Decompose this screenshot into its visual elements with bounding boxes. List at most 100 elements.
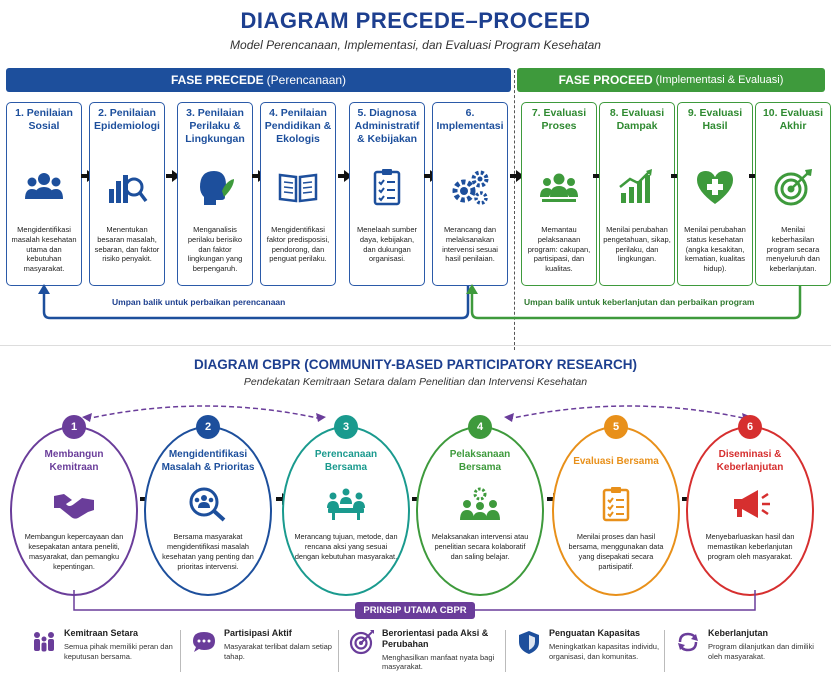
step-description: Mengidentifikasi masalah kesehatan utama… xyxy=(11,225,77,273)
principle-divider xyxy=(505,630,506,672)
chat-bubble-icon xyxy=(190,628,218,656)
stage-description: Bersama masyarakat mengidentifikasi masa… xyxy=(162,532,254,571)
flow-arrow-icon xyxy=(337,170,352,182)
step-title: 1. Penilaian Sosial xyxy=(15,107,73,133)
proceed-phase-sub: (Implementasi & Evaluasi) xyxy=(655,74,784,86)
cbpr-cycle-arrows xyxy=(82,405,752,422)
step-description: Merancang dan melaksanakan intervensi se… xyxy=(442,225,498,264)
step-title: 7. Evaluasi Proses xyxy=(531,107,587,133)
step-title: 8. Evaluasi Dampak xyxy=(609,107,665,133)
growth-chart-icon xyxy=(603,163,671,211)
cbpr-title: DIAGRAM CBPR (COMMUNITY-BASED PARTICIPAT… xyxy=(193,357,637,372)
principle-description: Masyarakat terlibat dalam setiap tahap. xyxy=(224,641,332,661)
principle-title: Kemitraan Setara xyxy=(64,628,139,638)
step-description: Mengidentifikasi faktor predisposisi, pe… xyxy=(266,225,330,264)
feedback-loops xyxy=(38,284,802,320)
head-leaf-icon xyxy=(181,163,249,211)
principle-title: Berorientasi pada Aksi & Perubahan xyxy=(382,628,489,649)
principle-description: Meningkatkan kapasitas individu, organis… xyxy=(549,641,660,661)
principle-divider xyxy=(180,630,181,672)
main-subtitle: Model Perencanaan, Implementasi, dan Eva… xyxy=(230,38,601,52)
step-description: Memantau pelaksanaan program: cakupan, p… xyxy=(527,225,591,273)
step-title: 5. Diagnosa Administratif & Kebijakan xyxy=(354,107,420,146)
step-description: Menilai perubahan status kesehatan (angk… xyxy=(684,225,746,273)
step-title: 2. Penilaian Epidemiologi xyxy=(94,107,160,133)
principle-description: Menghasilkan manfaat nyata bagi masyarak… xyxy=(382,652,495,672)
stage-description: Membangun kepercayaan dan kesepakatan an… xyxy=(24,532,124,571)
checklist-icon xyxy=(564,482,668,526)
proceed-feedback-arrow xyxy=(470,286,802,320)
step-description: Menentukan besaran masalah, sebaran, dan… xyxy=(94,225,160,264)
stage-description: Menilai proses dan hasil bersama, menggu… xyxy=(568,532,664,571)
proceed-feedback-arrowhead xyxy=(466,284,478,294)
stage-title: Pelaksanaan Bersama xyxy=(449,449,511,473)
stage-number-badge: 3 xyxy=(334,415,358,439)
precede-feedback-label: Umpan balik untuk perbaikan perencanaan xyxy=(112,297,286,307)
chart-magnifier-icon xyxy=(93,163,161,211)
precede-feedback-arrow xyxy=(42,286,470,320)
heart-cross-icon xyxy=(681,163,749,211)
stage-description: Merancang tujuan, metode, dan rencana ak… xyxy=(294,532,398,561)
flow-arrow-icon xyxy=(509,170,524,182)
team-icon xyxy=(525,163,593,211)
clipboard-check-icon xyxy=(353,163,421,211)
family-icon xyxy=(30,628,58,656)
principles-bracket xyxy=(73,590,756,611)
stage-description: Melaksanakan intervensi atau penelitian … xyxy=(431,532,529,561)
stage-number-badge: 2 xyxy=(196,415,220,439)
cycle-icon xyxy=(674,628,702,656)
shield-icon xyxy=(515,628,543,656)
phase-divider xyxy=(514,70,515,350)
stage-title: Membangun Kemitraan xyxy=(44,449,104,473)
meeting-table-icon xyxy=(294,482,398,526)
step-description: Menelaah sumber daya, kebijakan, dan duk… xyxy=(356,225,418,264)
precede-phase-bar: FASE PRECEDE (Perencanaan) xyxy=(6,68,511,92)
stage-title: Perencanaan Bersama xyxy=(314,449,378,473)
target-arrow-icon xyxy=(348,628,376,656)
proceed-feedback-label: Umpan balik untuk keberlanjutan dan perb… xyxy=(524,297,755,307)
stage-number-badge: 5 xyxy=(604,415,628,439)
precede-feedback-arrowhead xyxy=(38,284,50,294)
section-separator xyxy=(0,345,831,346)
precede-phase-sub: (Perencanaan) xyxy=(266,73,347,87)
team-gear-icon xyxy=(428,482,532,526)
open-book-icon xyxy=(264,163,332,211)
magnifier-people-icon xyxy=(156,482,260,526)
stage-number-badge: 1 xyxy=(62,415,86,439)
principle-title: Keberlanjutan xyxy=(708,628,769,638)
principle-divider xyxy=(338,630,339,672)
megaphone-icon xyxy=(698,482,802,526)
stage-title: Mengidentifikasi Masalah & Prioritas xyxy=(161,449,255,473)
step-title: 6. Implementasi xyxy=(436,107,504,133)
principle-divider xyxy=(664,630,665,672)
handshake-icon xyxy=(22,482,126,526)
main-title: DIAGRAM PRECEDE–PROCEED xyxy=(240,8,591,33)
principle-description: Semua pihak memiliki peran dan keputusan… xyxy=(64,641,173,661)
cycle-arrow-1-3 xyxy=(85,405,323,420)
stage-number-badge: 4 xyxy=(468,415,492,439)
step-description: Menganalisis perilaku berisiko dan fakto… xyxy=(187,225,243,273)
step-description: Menilai keberhasilan program secara meny… xyxy=(766,225,820,273)
stage-number-badge: 6 xyxy=(738,415,762,439)
gears-icon xyxy=(436,163,504,211)
proceed-phase-label: FASE PROCEED xyxy=(558,73,653,87)
step-title: 4. Penilaian Pendidikan & Ekologis xyxy=(264,107,332,146)
